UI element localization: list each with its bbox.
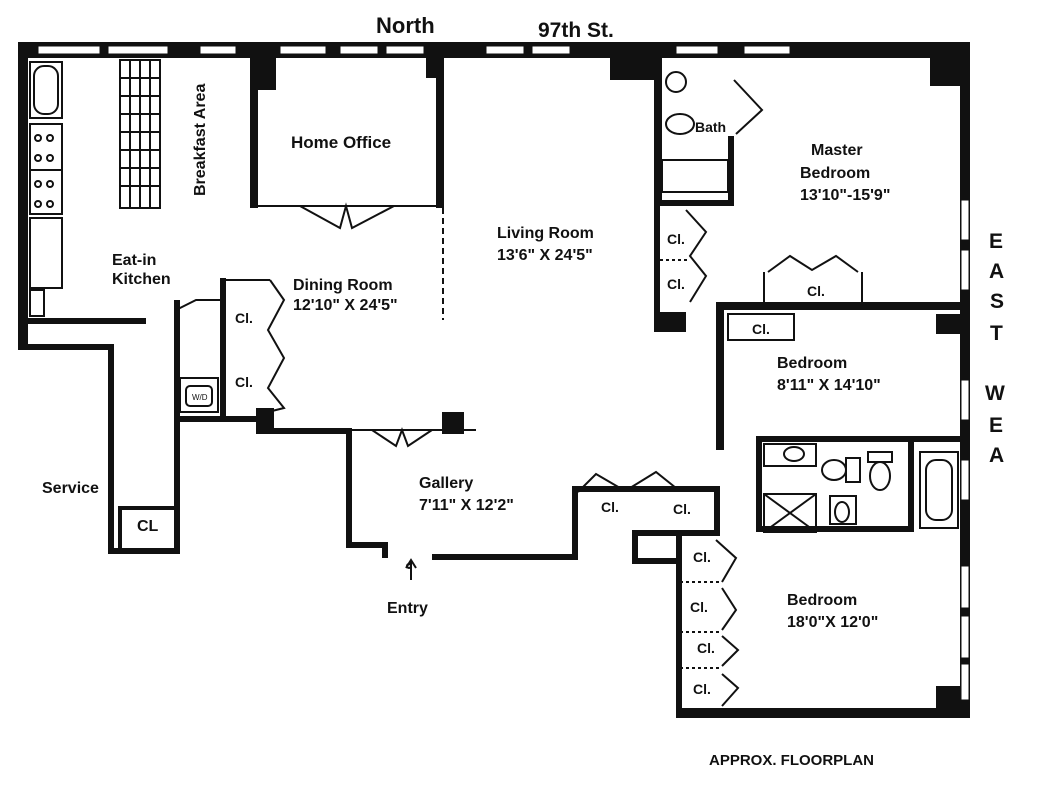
east-letter: T — [990, 322, 1003, 345]
living-room-dim: 13'6" X 24'5" — [497, 247, 593, 264]
gallery-label: Gallery — [419, 475, 473, 492]
breakfast-area-label: Breakfast Area — [192, 84, 209, 196]
entry-marker-icon — [405, 558, 417, 580]
entry-label: Entry — [387, 600, 428, 617]
service-closet-label: CL — [137, 518, 159, 535]
closet-label: Cl. — [667, 231, 685, 247]
closet-label: Cl. — [673, 501, 691, 517]
bedroom2-label: Bedroom — [787, 592, 857, 609]
east-letter: S — [990, 290, 1004, 313]
interior-walls — [18, 56, 968, 708]
north-windows — [37, 45, 791, 55]
dining-room-dim: 12'10" X 24'5" — [293, 297, 398, 314]
east-letter: E — [989, 414, 1003, 437]
approx-floorplan-note: APPROX. FLOORPLAN — [709, 752, 874, 769]
east-letter: W — [985, 382, 1005, 405]
master-bedroom-dim: 13'10"-15'9" — [800, 187, 890, 204]
master-bedroom-line2: Bedroom — [800, 165, 870, 182]
north-label: North — [376, 13, 435, 38]
eat-in-label-line1: Eat-in — [112, 252, 156, 269]
dining-room-label: Dining Room — [293, 277, 393, 294]
bedroom2-dim: 18'0"X 12'0" — [787, 614, 878, 631]
closet-label: Cl. — [697, 640, 715, 656]
master-bedroom-line1: Master — [811, 142, 863, 159]
service-label: Service — [42, 480, 99, 497]
home-office-label: Home Office — [291, 133, 391, 152]
wd-label: W/D — [192, 393, 208, 402]
bedroom1-dim: 8'11" X 14'10" — [777, 377, 881, 394]
kitchen-fixtures — [29, 59, 161, 317]
closet-label: Cl. — [693, 549, 711, 565]
closet-label: Cl. — [667, 276, 685, 292]
closet-label: Cl. — [690, 599, 708, 615]
east-letter: A — [989, 260, 1004, 283]
closet-label: Cl. — [693, 681, 711, 697]
closet-label: Cl. — [235, 310, 253, 326]
street-label: 97th St. — [538, 19, 614, 42]
bath-label: Bath — [695, 119, 726, 135]
closet-label: Cl. — [235, 374, 253, 390]
gallery-dim: 7'11" X 12'2" — [419, 497, 514, 514]
eat-in-label-line2: Kitchen — [112, 271, 171, 288]
closet-label: Cl. — [807, 283, 825, 299]
closet-label: Cl. — [752, 321, 770, 337]
bedroom1-label: Bedroom — [777, 355, 847, 372]
closet-label: Cl. — [601, 499, 619, 515]
living-room-label: Living Room — [497, 225, 594, 242]
east-windows — [960, 199, 970, 701]
east-letter: A — [989, 444, 1004, 467]
east-letter: E — [989, 230, 1003, 253]
